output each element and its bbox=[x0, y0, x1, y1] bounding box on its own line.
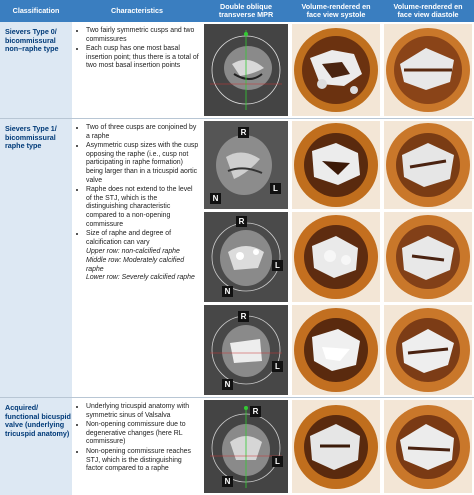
header-characteristics: Characteristics bbox=[72, 0, 202, 22]
row-divider bbox=[0, 397, 474, 398]
row2-note-lower: Lower row: Severely calcified raphe bbox=[86, 274, 195, 282]
row1-bullet-2: Each cusp has one most basal insertion p… bbox=[86, 45, 199, 71]
label-l: L bbox=[272, 456, 283, 467]
vr-diastole-row2-upper bbox=[384, 121, 472, 209]
label-r: R bbox=[238, 311, 249, 322]
row1-classification: Sievers Type 0/ bicommissural non–raphe … bbox=[0, 22, 72, 118]
header-mpr: Double oblique transverse MPR bbox=[202, 0, 290, 22]
header-vr-diastole: Volume-rendered en face view diastole bbox=[382, 0, 474, 22]
vr-diastole-row3 bbox=[384, 400, 472, 493]
row2-bullet-3: Raphe does not extend to the level of th… bbox=[86, 186, 199, 229]
row3-characteristics: Underlying tricuspid anatomy with symmet… bbox=[72, 398, 202, 495]
label-l: L bbox=[272, 361, 283, 372]
row1-characteristics: Two fairly symmetric cusps and two commi… bbox=[72, 22, 202, 118]
row3-bullet-3: Non-opening commissure reaches STJ, whic… bbox=[86, 448, 199, 474]
mpr-image-row2-middle: R L N bbox=[204, 212, 288, 302]
label-r: R bbox=[238, 127, 249, 138]
label-n: N bbox=[222, 476, 233, 487]
row2-bullet-4: Size of raphe and degree of calcificatio… bbox=[86, 230, 199, 247]
header-vr-systole: Volume-rendered en face view systole bbox=[290, 0, 382, 22]
label-n: N bbox=[210, 193, 221, 204]
label-r: R bbox=[250, 406, 261, 417]
vr-diastole-row1 bbox=[384, 24, 472, 116]
row2-classification: Sievers Type 1/ bicommissural raphe type bbox=[0, 119, 72, 397]
label-n: N bbox=[222, 379, 233, 390]
row-divider bbox=[0, 118, 474, 119]
header-classification: Classification bbox=[0, 0, 72, 22]
label-n: N bbox=[222, 286, 233, 297]
vr-diastole-row2-lower bbox=[384, 305, 472, 395]
mpr-image-row2-lower: R L N bbox=[204, 305, 288, 395]
row3-bullet-1: Underlying tricuspid anatomy with symmet… bbox=[86, 403, 199, 420]
vr-systole-row2-upper bbox=[292, 121, 380, 209]
vr-systole-row2-middle bbox=[292, 212, 380, 302]
row2-characteristics: Two of three cusps are conjoined by a ra… bbox=[72, 119, 202, 397]
vr-systole-row1 bbox=[292, 24, 380, 116]
mpr-image-row1 bbox=[204, 24, 288, 116]
label-l: L bbox=[270, 183, 281, 194]
mpr-image-row2-upper: R N L bbox=[204, 121, 288, 209]
label-l: L bbox=[272, 260, 283, 271]
row2-note-middle: Middle row: Moderately calcified raphe bbox=[86, 256, 185, 273]
mpr-image-row3: R L N bbox=[204, 400, 288, 493]
row2-bullet-1: Two of three cusps are conjoined by a ra… bbox=[86, 124, 199, 141]
row2-note-upper: Upper row: non-calcified raphe bbox=[86, 248, 180, 256]
label-r: R bbox=[236, 216, 247, 227]
vr-systole-row3 bbox=[292, 400, 380, 493]
row3-bullet-2: Non-opening commissure due to degenerati… bbox=[86, 421, 199, 447]
vr-diastole-row2-middle bbox=[384, 212, 472, 302]
vr-systole-row2-lower bbox=[292, 305, 380, 395]
row3-classification: Acquired/ functional bicuspid valve (und… bbox=[0, 398, 72, 495]
row2-bullet-2: Asymmetric cusp sizes with the cusp oppo… bbox=[86, 142, 199, 185]
row1-bullet-1: Two fairly symmetric cusps and two commi… bbox=[86, 27, 199, 44]
